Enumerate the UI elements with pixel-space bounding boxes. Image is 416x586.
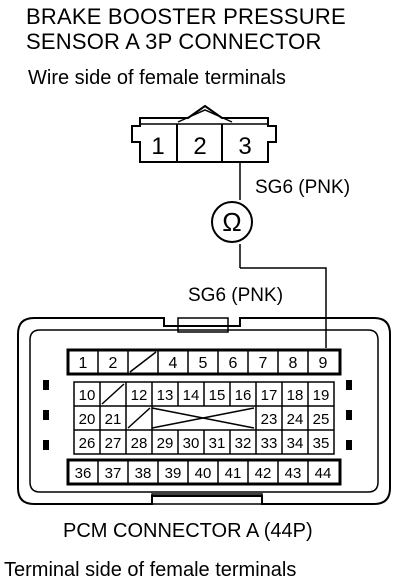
- pcm-terminal-25: 25: [313, 411, 330, 428]
- pcm-terminal-44: 44: [315, 465, 332, 482]
- pcm-terminal-12: 12: [131, 387, 148, 404]
- pcm-terminal-14: 14: [183, 387, 200, 404]
- upper-terminal-1: 1: [151, 133, 164, 160]
- pcm-terminal-8: 8: [289, 355, 298, 372]
- upper-connector: [131, 104, 277, 163]
- wire-label-lower: SG6 (PNK): [188, 285, 284, 306]
- title-line-2: SENSOR A 3P CONNECTOR: [26, 29, 322, 54]
- pcm-middle-grid: [73, 381, 335, 455]
- pcm-terminal-23: 23: [261, 411, 278, 428]
- pcm-terminal-20: 20: [79, 411, 96, 428]
- upper-connector-latch: [177, 109, 233, 123]
- pcm-terminal-39: 39: [165, 465, 182, 482]
- pcm-terminal-18: 18: [287, 387, 304, 404]
- pcm-terminal-2: 2: [109, 355, 118, 372]
- pcm-terminal-41: 41: [225, 465, 242, 482]
- pcm-terminal-4: 4: [169, 355, 178, 372]
- pcm-terminal-10: 10: [79, 387, 96, 404]
- pcm-row-5-labels: 36 37 38 39 40 41 42 43 44: [75, 465, 332, 482]
- pcm-terminal-6: 6: [229, 355, 238, 372]
- pcm-terminal-40: 40: [195, 465, 212, 482]
- pcm-terminal-26: 26: [79, 435, 96, 452]
- pcm-terminal-5: 5: [199, 355, 208, 372]
- pcm-terminal-36: 36: [75, 465, 92, 482]
- pcm-terminal-19: 19: [313, 387, 330, 404]
- pcm-terminal-15: 15: [209, 387, 226, 404]
- pcm-terminal-9: 9: [319, 355, 328, 372]
- pcm-row-5: [66, 458, 342, 486]
- pcm-row-3-labels: 20 21 23 24 25: [79, 411, 330, 428]
- pcm-terminal-34: 34: [287, 435, 304, 452]
- pcm-terminal-33: 33: [261, 435, 278, 452]
- ohmmeter-symbol: [211, 201, 253, 243]
- pcm-terminal-21: 21: [105, 411, 122, 428]
- wire-sg6: [239, 162, 327, 348]
- upper-connector-caption: Wire side of female terminals: [28, 67, 286, 89]
- upper-connector-housing: [131, 104, 277, 163]
- pcm-terminal-42: 42: [255, 465, 272, 482]
- pcm-row-2-labels: 10 12 13 14 15 16 17 18 19: [79, 387, 330, 404]
- pcm-row-4-labels: 26 27 28 29 30 31 32 33 34 35: [79, 435, 330, 452]
- pcm-row-1-labels: 1 2 4 5 6 7 8 9: [79, 355, 328, 372]
- pcm-terminal-27: 27: [105, 435, 122, 452]
- pcm-terminal-43: 43: [285, 465, 302, 482]
- pcm-terminal-31: 31: [209, 435, 226, 452]
- pcm-terminal-30: 30: [183, 435, 200, 452]
- ohm-icon: Ω: [222, 207, 241, 237]
- pcm-terminal-1: 1: [79, 355, 88, 372]
- pcm-terminal-35: 35: [313, 435, 330, 452]
- pcm-row-1: [66, 348, 342, 376]
- wire-label-upper: SG6 (PNK): [255, 177, 351, 198]
- pcm-connector-tabs: [43, 380, 352, 450]
- upper-terminal-2: 2: [193, 133, 206, 160]
- pcm-connector-caption: Terminal side of female terminals: [4, 559, 297, 581]
- pcm-terminal-37: 37: [105, 465, 122, 482]
- pcm-terminal-13: 13: [157, 387, 174, 404]
- pcm-terminal-24: 24: [287, 411, 304, 428]
- pcm-terminal-7: 7: [259, 355, 268, 372]
- pcm-connector-body: [17, 317, 391, 505]
- upper-terminal-3: 3: [238, 133, 251, 160]
- pcm-terminal-17: 17: [261, 387, 278, 404]
- pcm-terminal-16: 16: [235, 387, 252, 404]
- title-line-1: BRAKE BOOSTER PRESSURE: [26, 4, 346, 29]
- pcm-terminal-38: 38: [135, 465, 152, 482]
- pcm-terminal-28: 28: [131, 435, 148, 452]
- pcm-terminal-29: 29: [157, 435, 174, 452]
- pcm-terminal-32: 32: [235, 435, 252, 452]
- pcm-connector-title: PCM CONNECTOR A (44P): [63, 520, 313, 542]
